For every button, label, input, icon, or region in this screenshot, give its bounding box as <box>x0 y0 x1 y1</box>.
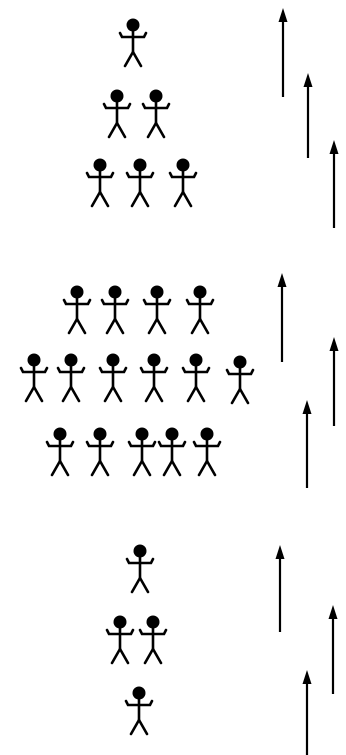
up-arrow-icon <box>302 670 312 755</box>
stick-figure-icon <box>62 285 92 335</box>
up-arrow-icon <box>328 605 338 694</box>
stick-figure-icon <box>124 686 154 736</box>
stick-figure-icon <box>192 427 222 477</box>
stick-figure-icon <box>168 158 198 208</box>
up-arrow-icon <box>303 73 313 158</box>
stick-figure-icon <box>127 427 157 477</box>
stick-figure-icon <box>100 285 130 335</box>
stick-figure-icon <box>19 353 49 403</box>
stick-figure-icon <box>185 285 215 335</box>
up-arrow-icon <box>329 337 339 426</box>
up-arrow-icon <box>277 273 287 362</box>
stick-figure-icon <box>125 544 155 594</box>
stick-figure-icon <box>85 158 115 208</box>
up-arrow-icon <box>278 8 288 97</box>
stick-figure-icon <box>181 353 211 403</box>
up-arrow-icon <box>329 140 339 228</box>
stick-figure-icon <box>105 615 135 665</box>
stick-figure-icon <box>157 427 187 477</box>
stick-figure-icon <box>85 427 115 477</box>
stick-figure-icon <box>118 18 148 68</box>
stick-figure-icon <box>45 427 75 477</box>
stick-figure-icon <box>56 353 86 403</box>
stick-figure-icon <box>225 355 255 405</box>
stick-figure-icon <box>142 285 172 335</box>
stick-figure-icon <box>141 89 171 139</box>
up-arrow-icon <box>275 545 285 632</box>
up-arrow-icon <box>302 400 312 488</box>
stick-figure-icon <box>139 353 169 403</box>
stick-figure-icon <box>102 89 132 139</box>
stick-figure-icon <box>125 158 155 208</box>
stick-figure-icon <box>98 353 128 403</box>
stick-figure-icon <box>138 615 168 665</box>
